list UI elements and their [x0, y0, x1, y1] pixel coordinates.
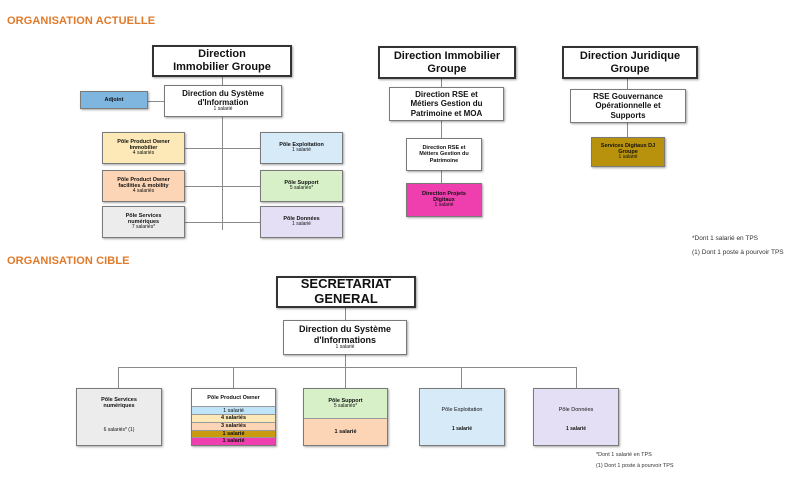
target-support-title: Pôle Support: [328, 397, 363, 404]
connector-line: [627, 79, 628, 89]
target-pole-exploitation-box: Pôle Exploitation 1 salarié: [419, 388, 505, 446]
target-po-row: 3 salariés: [192, 421, 275, 430]
target-dsi-title: Direction du Système d'Informations: [298, 324, 392, 345]
target-exploitation-title: Pôle Exploitation: [441, 407, 483, 413]
pole-support-title: Pôle Support: [284, 179, 319, 186]
pole-po-facilities-count: 4 salariés: [132, 188, 155, 195]
direction-immobilier-groupe-box: Direction Immobilier Groupe: [152, 45, 292, 77]
target-donnees-title: Pôle Données: [558, 407, 594, 413]
connector-line: [441, 171, 442, 183]
target-pole-support-box: Pôle Support 5 salariés* 1 salarié: [303, 388, 388, 446]
current-organisation-heading: ORGANISATION ACTUELLE: [7, 15, 156, 27]
note-poste-a-pourvoir: (1) Dont 1 poste à pourvoir TPS: [692, 249, 784, 256]
connector-line: [118, 367, 576, 368]
projets-digitaux-title: Direction Projets Digitaux: [421, 190, 466, 204]
direction-juridique-groupe-box: Direction Juridique Groupe: [562, 46, 698, 79]
connector-line: [148, 101, 164, 102]
dsi-box: Direction du Système d'Information 1 sal…: [164, 85, 282, 117]
target-note-tps: *Dont 1 salarié en TPS: [596, 452, 652, 458]
target-po-row: 1 salarié: [192, 406, 275, 415]
connector-line: [185, 222, 260, 223]
direction-rse-patrimoine-box: Direction RSE et Métiers Gestion du Patr…: [406, 138, 482, 171]
pole-support-box: Pôle Support 5 salariés*: [260, 170, 343, 202]
pole-services-title: Pôle Services numériques: [125, 212, 162, 226]
dsi-title: Direction du Système d'Information: [182, 88, 264, 108]
connector-line: [185, 148, 260, 149]
connector-line: [118, 367, 119, 388]
connector-line: [441, 79, 442, 87]
pole-product-owner-immobilier-box: Pôle Product Owner Immobilier 4 salariés: [102, 132, 185, 164]
pole-exploitation-box: Pôle Exploitation 1 salarié: [260, 132, 343, 164]
pole-po-facilities-title: Pôle Product Owner facilities & mobility: [117, 176, 170, 190]
direction-projets-digitaux-box: Direction Projets Digitaux 1 salarié: [406, 183, 482, 217]
pole-po-immobilier-count: 4 salariés: [132, 150, 155, 157]
target-po-row: 1 salarié: [192, 429, 275, 438]
pole-po-immobilier-title: Pôle Product Owner Immobilier: [117, 138, 170, 152]
target-pole-services-box: Pôle Services numériques 6 salariés* (1): [76, 388, 162, 446]
services-digitaux-dj-title: Services Digitaux DJ Groupe: [600, 142, 656, 156]
connector-line: [185, 186, 260, 187]
target-po-title: Pôle Product Owner: [207, 394, 260, 401]
target-support-count: 5 salariés*: [333, 403, 358, 410]
rse-gouvernance-box: RSE Gouvernance Opérationnelle et Suppor…: [570, 89, 686, 123]
target-donnees-count: 1 salarié: [565, 426, 587, 433]
target-support-extra: 1 salarié: [304, 418, 387, 445]
pole-services-numeriques-box: Pôle Services numériques 7 salariés*: [102, 206, 185, 238]
connector-line: [345, 308, 346, 320]
direction-immobilier-groupe-2-box: Direction Immobilier Groupe: [378, 46, 516, 79]
pole-donnees-count: 1 salarié: [292, 221, 311, 228]
pole-support-count: 5 salariés*: [289, 185, 314, 192]
connector-line: [233, 367, 234, 388]
connector-line: [222, 77, 223, 85]
target-note-poste-a-pourvoir: (1) Dont 1 poste à pourvoir TPS: [596, 463, 674, 469]
pole-donnees-title: Pôle Données: [283, 215, 320, 222]
target-exploitation-count: 1 salarié: [451, 426, 473, 433]
target-organisation-heading: ORGANISATION CIBLE: [7, 255, 130, 267]
pole-services-count: 7 salariés*: [131, 224, 156, 231]
pole-donnees-box: Pôle Données 1 salarié: [260, 206, 343, 238]
connector-line: [576, 367, 577, 388]
services-digitaux-dj-count: 1 salarié: [618, 154, 638, 161]
services-digitaux-dj-box: Services Digitaux DJ Groupe 1 salarié: [591, 137, 665, 167]
target-po-row: 1 salarié: [192, 437, 275, 445]
connector-line: [627, 123, 628, 137]
pole-exploitation-title: Pôle Exploitation: [279, 141, 324, 148]
target-dsi-box: Direction du Système d'Informations 1 sa…: [283, 320, 407, 355]
connector-line: [461, 367, 462, 388]
pole-product-owner-facilities-box: Pôle Product Owner facilities & mobility…: [102, 170, 185, 202]
secretariat-general-box: SECRETARIAT GENERAL: [276, 276, 416, 308]
connector-line: [345, 355, 346, 367]
target-po-row: 4 salariés: [192, 414, 275, 422]
target-dsi-count: 1 salarié: [335, 343, 355, 350]
adjoint-label: Adjoint: [104, 96, 124, 103]
dsi-count: 1 salarié: [213, 106, 233, 113]
connector-line: [441, 121, 442, 138]
pole-exploitation-count: 1 salarié: [292, 147, 311, 154]
direction-rse-moa-box: Direction RSE et Métiers Gestion du Patr…: [389, 87, 504, 121]
connector-line: [222, 117, 223, 230]
target-services-title: Pôle Services numériques: [101, 397, 137, 410]
target-pole-product-owner-box: Pôle Product Owner 1 salarié 4 salariés …: [191, 388, 276, 446]
projets-digitaux-count: 1 salarié: [434, 202, 454, 209]
target-pole-donnees-box: Pôle Données 1 salarié: [533, 388, 619, 446]
note-tps: *Dont 1 salarié en TPS: [692, 235, 758, 242]
connector-line: [345, 367, 346, 388]
target-support-main: Pôle Support 5 salariés*: [304, 389, 387, 419]
target-services-count: 6 salariés* (1): [103, 426, 135, 433]
adjoint-box: Adjoint: [80, 91, 148, 109]
